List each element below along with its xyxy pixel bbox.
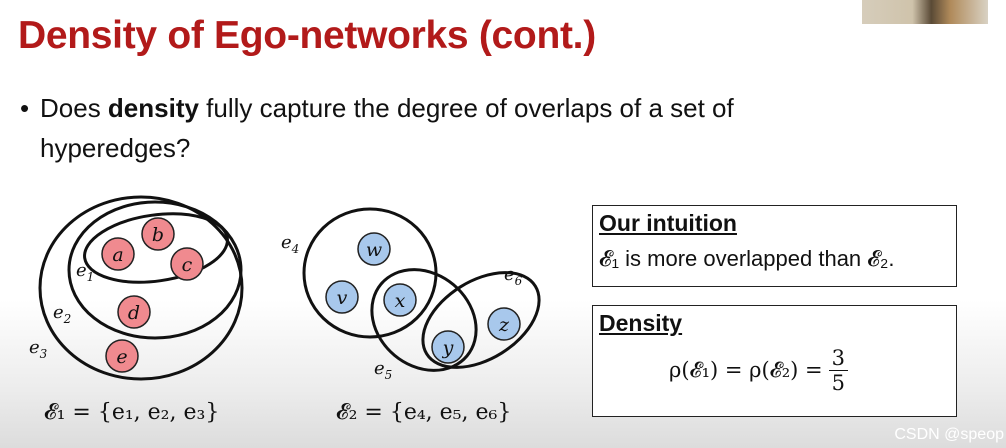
- hyperedge-e6: [421, 271, 541, 369]
- svg-text:x: x: [395, 290, 406, 312]
- intuition-heading: Our intuition: [599, 210, 737, 236]
- watermark: CSDN @speop: [894, 426, 1004, 443]
- node-w: w: [357, 232, 391, 266]
- intuition-box: Our intuition 𝓔₁ is more overlapped than…: [592, 205, 957, 287]
- svg-text:z: z: [498, 314, 510, 336]
- svg-text:v: v: [337, 287, 348, 309]
- node-y: y: [431, 330, 465, 364]
- node-d: d: [117, 295, 151, 329]
- formula-left: ρ(𝓔₁) = ρ(𝓔₂) =: [669, 358, 823, 382]
- slide-title: Density of Ego-networks (cont.): [18, 14, 596, 57]
- svg-text:d: d: [128, 302, 140, 324]
- svg-text:w: w: [366, 239, 382, 261]
- bullet-dot: •: [20, 93, 30, 123]
- bullet-suffix: fully capture the degree of overlaps of …: [198, 93, 734, 123]
- node-x: x: [383, 283, 417, 317]
- bullet-line-1: Does density fully capture the degree of…: [40, 88, 900, 128]
- svg-text:b: b: [152, 224, 164, 246]
- fraction: 3 5: [828, 346, 848, 395]
- node-e: e: [105, 339, 139, 373]
- hyperedge-e3: [38, 195, 244, 381]
- svg-text:e: e: [116, 346, 127, 368]
- density-formula: ρ(𝓔₁) = ρ(𝓔₂) = 3 5: [669, 346, 848, 395]
- hyperedge-e5: [370, 268, 478, 372]
- hyperedge-e1: [83, 212, 229, 284]
- svg-text:a: a: [112, 244, 123, 266]
- intuition-text: 𝓔₁ is more overlapped than 𝓔₂.: [599, 246, 895, 271]
- node-v: v: [325, 280, 359, 314]
- fraction-numerator: 3: [828, 346, 848, 371]
- label-e6: e6: [504, 264, 523, 288]
- hyperedge-e4: [302, 207, 438, 339]
- fraction-denominator: 5: [831, 371, 845, 395]
- node-c: c: [170, 247, 204, 281]
- bullet-prefix: Does: [40, 93, 108, 123]
- density-heading: Density: [599, 310, 683, 336]
- svg-text:y: y: [442, 337, 454, 359]
- label-e2: e2: [53, 302, 71, 326]
- label-e4: e4: [281, 232, 299, 256]
- label-e5: e5: [374, 358, 392, 382]
- bullet-question: • Does density fully capture the degree …: [20, 88, 900, 168]
- hyperedge-e2: [67, 200, 243, 340]
- bullet-line-2: hyperedges?: [40, 133, 191, 163]
- label-e3: e3: [29, 337, 48, 361]
- caption-set-2: 𝓔₂ = {e₄, e₅, e₆}: [336, 400, 512, 425]
- label-e1: e1: [76, 260, 94, 284]
- node-b: b: [141, 217, 175, 251]
- svg-text:c: c: [182, 254, 193, 276]
- caption-set-1: 𝓔₁ = {e₁, e₂, e₃}: [44, 400, 220, 425]
- node-a: a: [101, 237, 135, 271]
- node-z: z: [487, 307, 521, 341]
- hypergraph-figures: a b c d e w v x y z e1 e2 e3 e4 e5 e6: [29, 195, 541, 382]
- bullet-bold-term: density: [107, 93, 199, 123]
- density-box: Density ρ(𝓔₁) = ρ(𝓔₂) = 3 5: [592, 305, 957, 417]
- presenter-webcam-thumbnail: [862, 0, 988, 24]
